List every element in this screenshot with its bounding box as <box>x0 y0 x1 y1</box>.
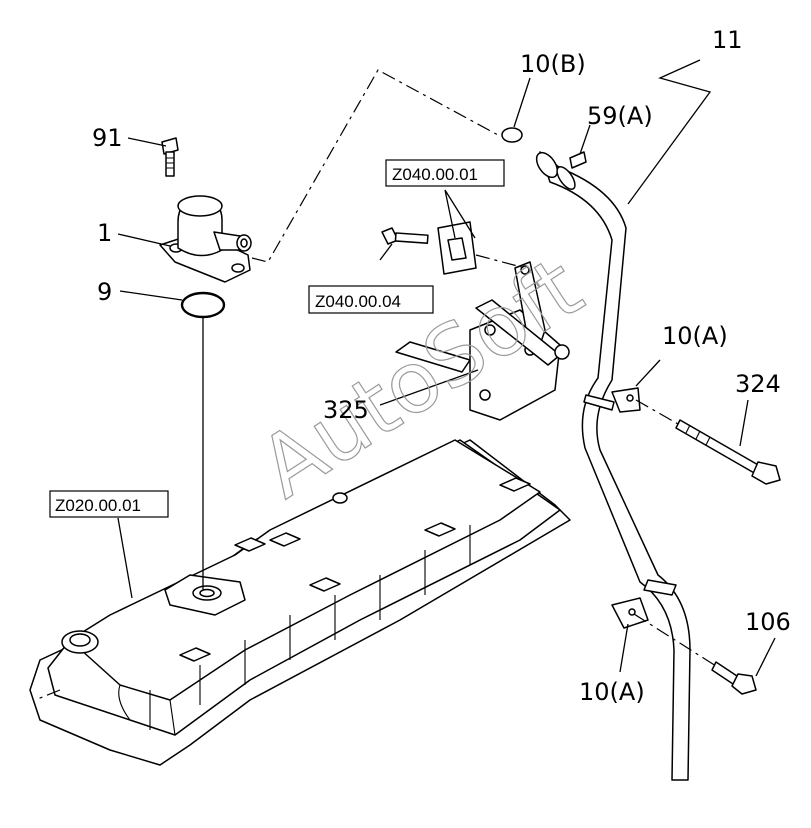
callout-1: 1 <box>97 219 112 247</box>
ref-z020-01-text: Z020.00.01 <box>55 496 141 515</box>
bolt-91 <box>161 137 179 177</box>
o-ring-9 <box>180 291 226 319</box>
callout-324: 324 <box>735 370 781 398</box>
bracket-325 <box>395 261 570 421</box>
ref-z040-04-text: Z040.00.04 <box>315 292 401 311</box>
callout-11: 11 <box>712 26 743 54</box>
callout-9: 9 <box>97 278 112 306</box>
ref-box-z020-01[interactable]: Z020.00.01 <box>49 490 169 518</box>
callout-10a-lower: 10(A) <box>579 678 645 706</box>
ref-box-z040-04[interactable]: Z040.00.04 <box>308 285 434 314</box>
hose-11 <box>501 127 691 781</box>
rocker-cover <box>29 439 571 766</box>
callout-91: 91 <box>92 124 123 152</box>
callout-10b: 10(B) <box>520 50 586 78</box>
clip-assembly <box>381 221 526 275</box>
callout-325: 325 <box>323 396 369 424</box>
ref-z040-01-text: Z040.00.01 <box>392 165 478 184</box>
callout-10a-upper: 10(A) <box>662 322 728 350</box>
callout-59a: 59(A) <box>587 102 653 130</box>
callout-106: 106 <box>745 608 791 636</box>
bolt-106 <box>633 613 757 695</box>
breather-housing <box>159 195 252 283</box>
ref-box-z040-01[interactable]: Z040.00.01 <box>385 159 505 187</box>
bolt-324 <box>635 399 781 485</box>
